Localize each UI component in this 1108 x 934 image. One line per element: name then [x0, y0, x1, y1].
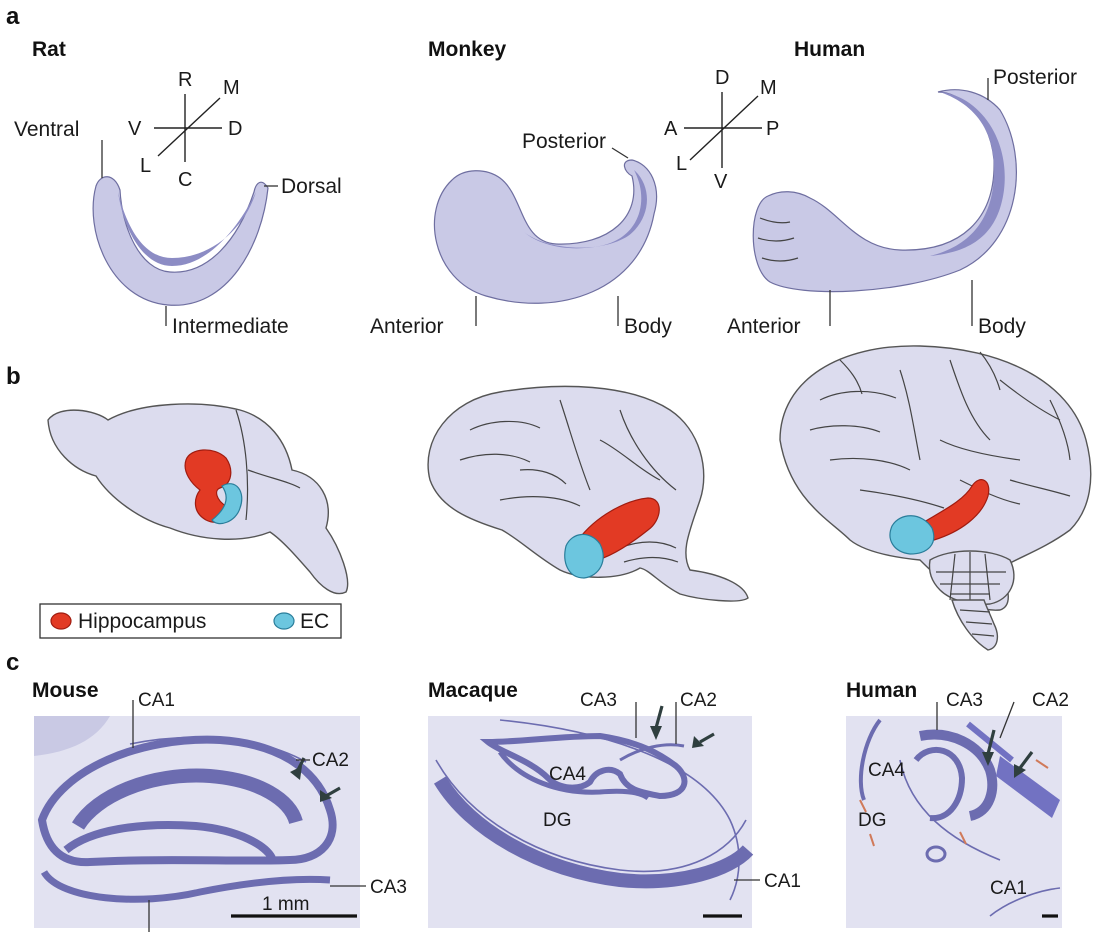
monkey-brain	[427, 385, 749, 602]
mouse-label-ca3: CA3	[370, 877, 407, 898]
macaque-title: Macaque	[428, 679, 518, 702]
macaque-section	[428, 705, 754, 928]
monkey-label-body: Body	[624, 315, 672, 338]
rat-label-ventral: Ventral	[14, 118, 79, 141]
macaque-label-ca3: CA3	[580, 690, 617, 711]
human-label-ca3: CA3	[946, 690, 983, 711]
macaque-label-ca1: CA1	[764, 871, 801, 892]
mouse-title: Mouse	[32, 679, 99, 702]
human-label-body: Body	[978, 315, 1026, 338]
monkey-label-anterior: Anterior	[370, 315, 444, 338]
rat-axis-caudal: C	[178, 169, 192, 191]
rat-axis-medial: M	[223, 77, 240, 99]
human-section	[846, 716, 1062, 928]
panel-c-letter: c	[6, 649, 19, 676]
rat-axis-ventral: V	[128, 118, 142, 140]
human-c-title: Human	[846, 679, 917, 702]
rat-label-dorsal: Dorsal	[281, 175, 342, 198]
human-ca2-arrows	[982, 729, 1034, 778]
panel-b-letter: b	[6, 363, 21, 390]
mouse-scale-label: 1 mm	[262, 894, 310, 915]
human-axis-dorsal: D	[715, 67, 729, 89]
mouse-section: 1 mm	[34, 716, 360, 928]
rat-hippocampus-shape	[92, 176, 269, 306]
human-label-anterior: Anterior	[727, 315, 801, 338]
mouse-label-ca1: CA1	[138, 690, 175, 711]
panel-b-legend: Hippocampus EC	[39, 603, 342, 639]
monkey-title: Monkey	[428, 38, 507, 61]
monkey-hippocampus-shape	[433, 159, 658, 304]
human-label-ca4: CA4	[868, 760, 905, 781]
human-hippocampus-shape	[752, 89, 1017, 293]
mouse-ca2-arrows	[290, 757, 341, 802]
human-cerebellum	[928, 550, 1015, 651]
macaque-label-dg: DG	[543, 810, 572, 831]
macaque-label-ca4: CA4	[549, 764, 586, 785]
rat-axis-lateral: L	[140, 155, 151, 177]
legend-ec-label: EC	[300, 610, 329, 633]
macaque-label-ca2: CA2	[680, 690, 717, 711]
human-axis-medial: M	[760, 77, 777, 99]
human-orientation-axes: D V A P M L	[664, 67, 779, 193]
human-axis-posterior: P	[766, 118, 779, 140]
legend-hippocampus-swatch	[50, 612, 72, 630]
human-brain	[779, 345, 1092, 651]
monkey-posterior-leader	[611, 147, 629, 159]
human-label-ca1: CA1	[990, 878, 1027, 899]
rat-orientation-axes: R C V D M L	[128, 69, 242, 191]
rat-axis-dorsal: D	[228, 118, 242, 140]
macaque-ca2-arrows	[650, 705, 715, 748]
legend-hippocampus-label: Hippocampus	[78, 610, 206, 633]
rat-title: Rat	[32, 38, 66, 61]
panel-a-letter: a	[6, 3, 20, 30]
mouse-label-ca2: CA2	[312, 750, 349, 771]
human-a-title: Human	[794, 38, 865, 61]
human-ca2-leader	[999, 701, 1015, 739]
rat-axis-rostral: R	[178, 69, 192, 91]
human-label-ca2: CA2	[1032, 690, 1069, 711]
rat-brain	[47, 403, 349, 595]
rat-label-intermediate: Intermediate	[172, 315, 289, 338]
human-label-dg: DG	[858, 810, 887, 831]
human-label-posterior: Posterior	[993, 66, 1077, 89]
human-axis-lateral: L	[676, 153, 687, 175]
legend-ec-swatch	[273, 612, 295, 630]
monkey-label-posterior: Posterior	[522, 130, 606, 153]
human-axis-ventral: V	[714, 171, 728, 193]
human-axis-anterior: A	[664, 118, 678, 140]
